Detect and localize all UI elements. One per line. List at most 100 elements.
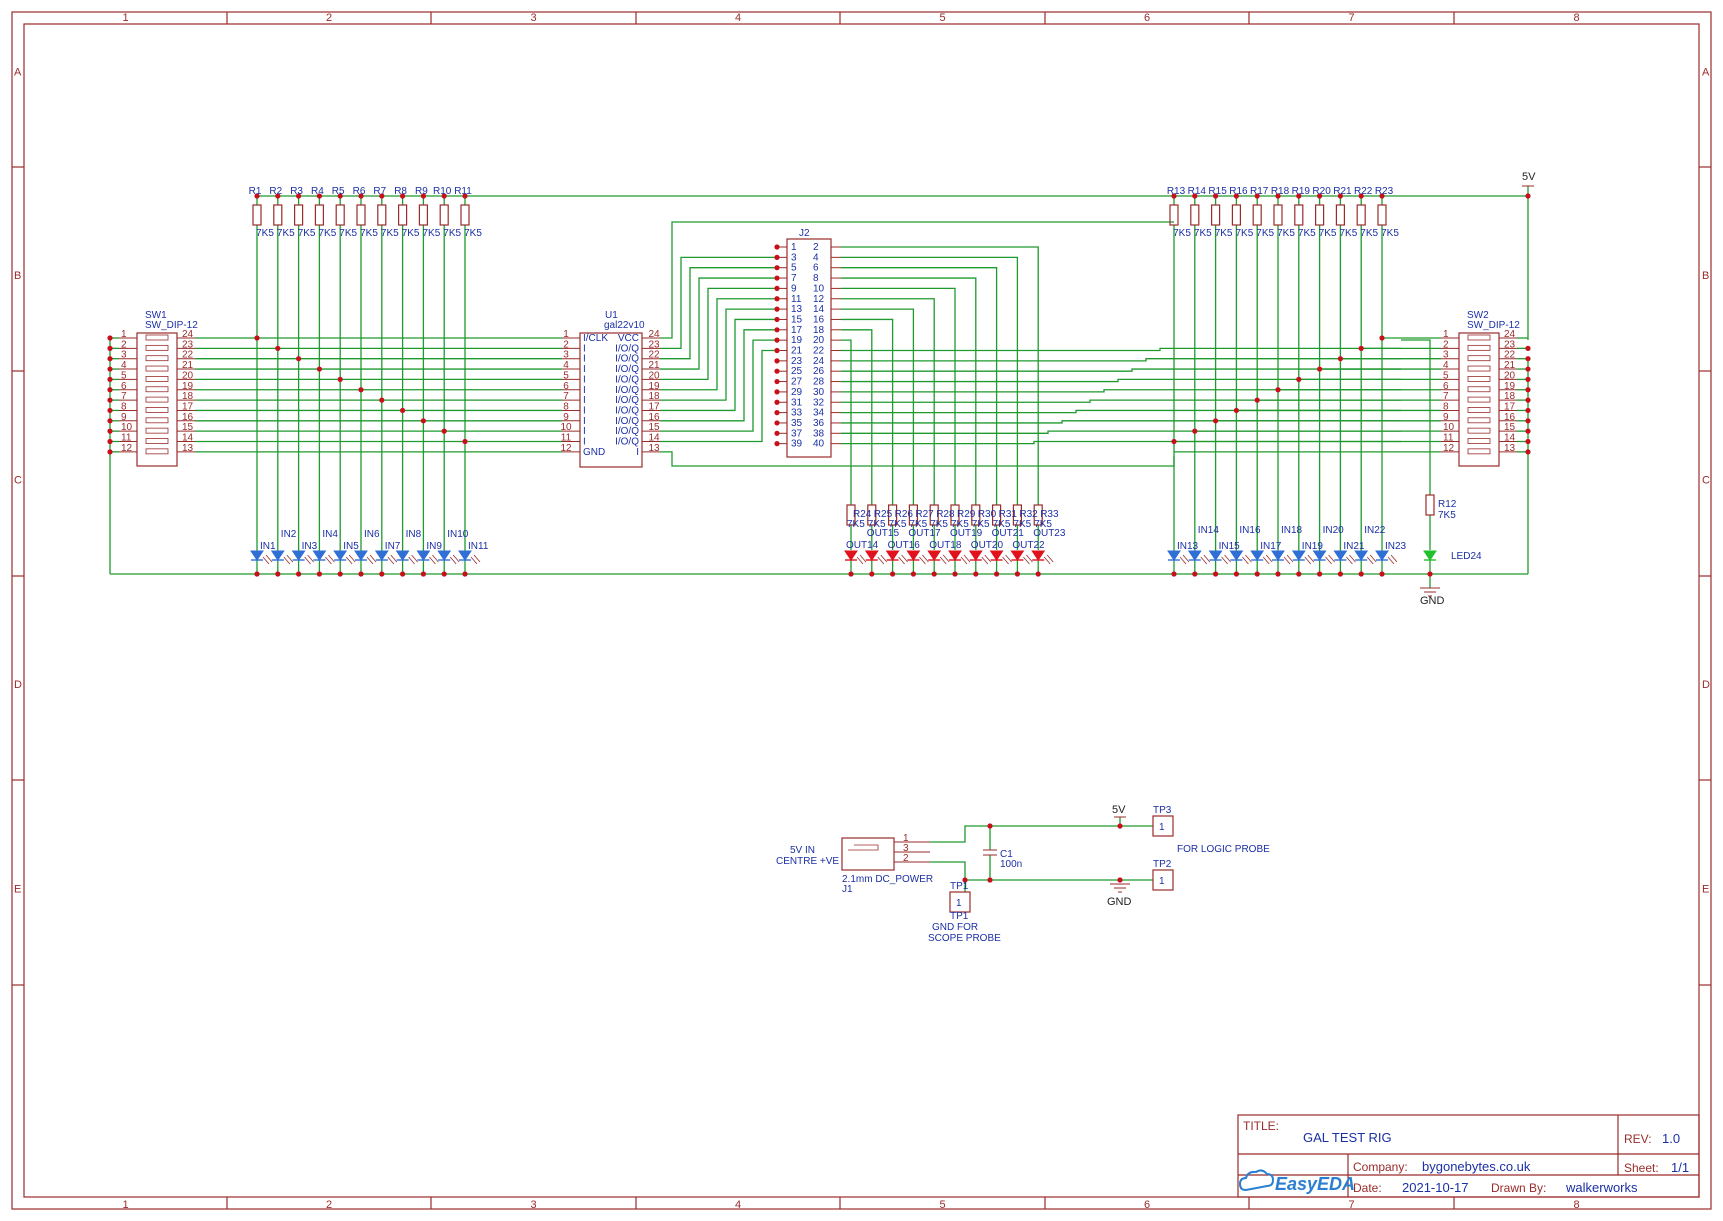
junction-dot: [774, 399, 780, 405]
output-led-label: OUT16: [888, 540, 921, 551]
u1-pin-number-right: 16: [648, 412, 660, 423]
led-ray: [262, 556, 270, 565]
j2-pin-even: 10: [813, 283, 825, 294]
junction-dot: [441, 428, 447, 434]
left-led-label: IN8: [406, 529, 422, 540]
junction-dot: [774, 441, 780, 447]
zone-col-top: 2: [326, 12, 332, 24]
sw2-toggle: [1467, 448, 1491, 455]
u1-pin-name-left: I: [583, 395, 586, 406]
junction-dot: [1275, 387, 1281, 393]
junction-dot: [316, 366, 322, 372]
led-ray: [1265, 554, 1273, 563]
led-ray: [919, 556, 926, 565]
zone-col-top: 4: [735, 12, 741, 24]
junction-dot: [774, 265, 780, 271]
junction-dot: [107, 397, 113, 403]
j2-pin-odd: 5: [791, 263, 797, 274]
sw1-pin-number-left: 1: [121, 329, 127, 340]
j2-to-out-resistor: [841, 287, 956, 505]
u1-pin-number-left: 11: [561, 433, 572, 444]
output-resistor-ref: R27: [915, 509, 934, 520]
junction-dot: [1337, 193, 1343, 199]
right-input-led: [1333, 550, 1348, 561]
right-input-led: [1271, 550, 1285, 561]
j2-pin-odd: 1: [791, 242, 797, 253]
sw1-pin-number-left: 12: [121, 443, 133, 454]
junction-dot: [1427, 571, 1433, 577]
junction-dot: [774, 410, 780, 416]
c1-value: 100n: [1000, 859, 1022, 870]
output-resistor-value: 7K5: [1013, 519, 1031, 530]
led-ray: [366, 556, 374, 565]
led-ray: [387, 556, 395, 565]
output-resistor-value: 7K5: [930, 519, 948, 530]
j2-pin-even: 30: [813, 387, 825, 398]
company-label: Company:: [1353, 1160, 1408, 1174]
sw1-pin-number-right: 18: [182, 391, 194, 402]
sw1-pin-number-left: 5: [121, 370, 127, 381]
u1-to-j2: [660, 329, 777, 422]
output-led: [864, 550, 879, 561]
junction-dot: [1525, 345, 1531, 351]
u1-pin-name-left: I: [583, 437, 586, 448]
u1-pin-name-right: I/O/Q: [615, 385, 639, 396]
left-resistor: [439, 204, 449, 226]
junction-dot: [1358, 571, 1364, 577]
tp3-ref: TP3: [1153, 805, 1172, 816]
led-ray: [1286, 554, 1294, 563]
right-resistor-value: 7K5: [1340, 228, 1358, 239]
led-ray: [1283, 556, 1291, 565]
left-led-label: IN1: [260, 541, 276, 552]
right-resistor: [1252, 204, 1262, 226]
junction-dot: [462, 571, 468, 577]
output-resistor: [908, 504, 919, 526]
j2-to-out-resistor: [841, 277, 977, 505]
sw2-pin-number-right: 20: [1504, 370, 1516, 381]
junction-dot: [107, 438, 113, 445]
junction-dot: [774, 316, 780, 323]
sw1-toggle: [145, 375, 169, 382]
sw2-toggle: [1467, 427, 1491, 434]
led-ray: [1242, 556, 1249, 565]
right-resistor-ref: R19: [1292, 186, 1311, 197]
junction-dot: [379, 571, 385, 577]
power-gnd-net: [930, 861, 1120, 881]
output-resistor-value: 7K5: [847, 519, 865, 530]
junction-dot: [1525, 356, 1531, 362]
left-led-label: IN5: [343, 541, 359, 552]
j1-pin-number: 2: [903, 853, 909, 864]
left-input-led: [416, 550, 431, 561]
junction-dot: [931, 571, 937, 577]
junction-dot: [973, 571, 979, 577]
junction-dot: [774, 368, 780, 374]
tp2: [1152, 869, 1174, 891]
output-resistor: [1033, 504, 1043, 526]
sw2-toggle: [1467, 407, 1491, 413]
j2-to-sw2: [841, 368, 1401, 372]
junction-dot: [774, 358, 780, 364]
j2-to-out-resistor: [841, 339, 852, 505]
j2-pin-odd: 29: [791, 387, 803, 398]
junction-dot: [379, 397, 385, 403]
u1-pin-number-right: 19: [648, 381, 660, 392]
junction-dot: [1192, 571, 1198, 577]
junction-dot: [1337, 356, 1343, 362]
junction-dot: [1525, 428, 1531, 434]
sw2-pin-number-right: 13: [1504, 443, 1516, 454]
output-led-label: OUT15: [867, 528, 900, 539]
output-resistor: [887, 504, 898, 526]
sw1-pin-number-right: 17: [182, 401, 194, 412]
sw1-pin-number-left: 3: [121, 350, 127, 361]
led-ray: [877, 556, 885, 565]
zone-row-right: A: [1702, 67, 1710, 79]
left-input-led: [270, 550, 285, 561]
junction-dot: [1213, 571, 1219, 577]
junction-dot: [1358, 193, 1364, 199]
u1-pin-number-right: 20: [648, 370, 660, 381]
right-led-label: IN14: [1198, 525, 1220, 536]
left-resistor-ref: R9: [415, 186, 428, 197]
right-resistor: [1231, 204, 1242, 226]
